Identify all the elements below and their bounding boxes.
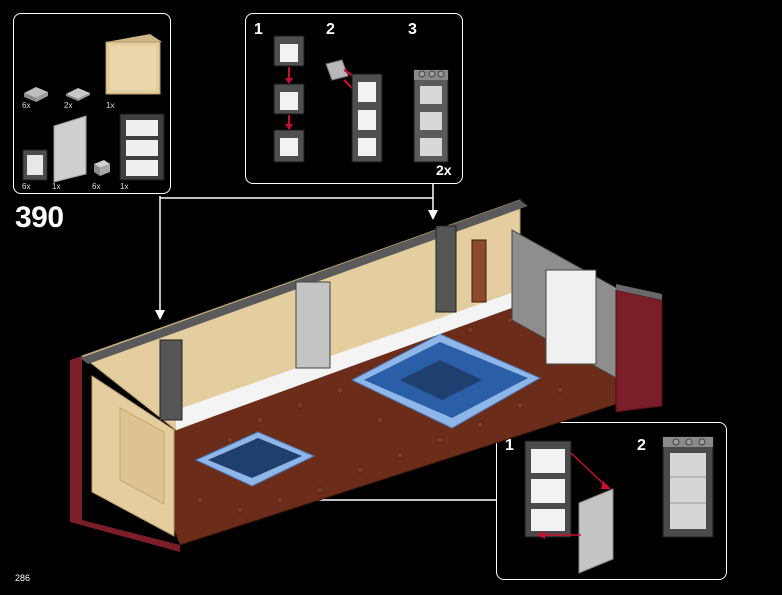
floor-studs: [196, 316, 564, 514]
left-end-wall: [70, 356, 180, 552]
glass-insert-icon: [325, 59, 383, 163]
subassembly-callout-2: 1 2: [496, 422, 727, 580]
sub1-step-3: 3: [408, 21, 417, 38]
qty-glass-pane: 1x: [52, 182, 61, 191]
window-column-icon: [413, 69, 449, 163]
subassembly-2-illustration: [524, 436, 714, 574]
sub2-step-2: 2: [637, 437, 646, 454]
glass-pane-large-icon: [578, 488, 614, 574]
subassembly-1-illustration: [273, 35, 449, 163]
glass-pane-icon: [53, 115, 87, 183]
page-number: 286: [15, 573, 31, 583]
parts-list-illustration: [22, 34, 165, 183]
panel-tan-icon: [105, 34, 162, 95]
window-assembled-icon: [662, 436, 714, 538]
qty-plate-1x2: 6x: [22, 101, 31, 110]
wall-window-right: [435, 225, 457, 313]
window-frame-icon: [22, 149, 48, 181]
window-tall-frame-icon: [524, 440, 572, 538]
qty-tile-1x2: 2x: [64, 101, 73, 110]
back-wall-base: [176, 290, 520, 430]
parts-list-callout: 6x 2x 1x 6x 1x 6x 1x: [13, 13, 171, 194]
sub1-step-2: 2: [326, 21, 335, 38]
qty-window-tall: 1x: [120, 182, 129, 191]
subassembly-callout-1: 1 2 3 2x: [245, 13, 463, 184]
window-frame-stack-icon: [273, 35, 305, 163]
plate-1x2-icon: [24, 87, 48, 102]
qty-panel-tan: 1x: [106, 101, 115, 110]
sub2-step-1: 1: [505, 437, 514, 454]
right-window: [545, 269, 597, 365]
sub1-multiplier: 2x: [436, 162, 452, 178]
step-number: 390: [15, 201, 64, 234]
right-end-wall: [615, 289, 663, 413]
window-tall-icon: [119, 113, 165, 181]
tile-1x2-icon: [66, 88, 90, 101]
qty-tile-1x1: 6x: [92, 182, 101, 191]
sub1-step-1: 1: [254, 21, 263, 38]
door-pieces: [471, 239, 487, 303]
qty-window-frame: 6x: [22, 182, 31, 191]
wall-window-left: [159, 339, 183, 421]
wall-window-center: [295, 281, 331, 369]
tile-1x1-icon: [94, 160, 110, 176]
